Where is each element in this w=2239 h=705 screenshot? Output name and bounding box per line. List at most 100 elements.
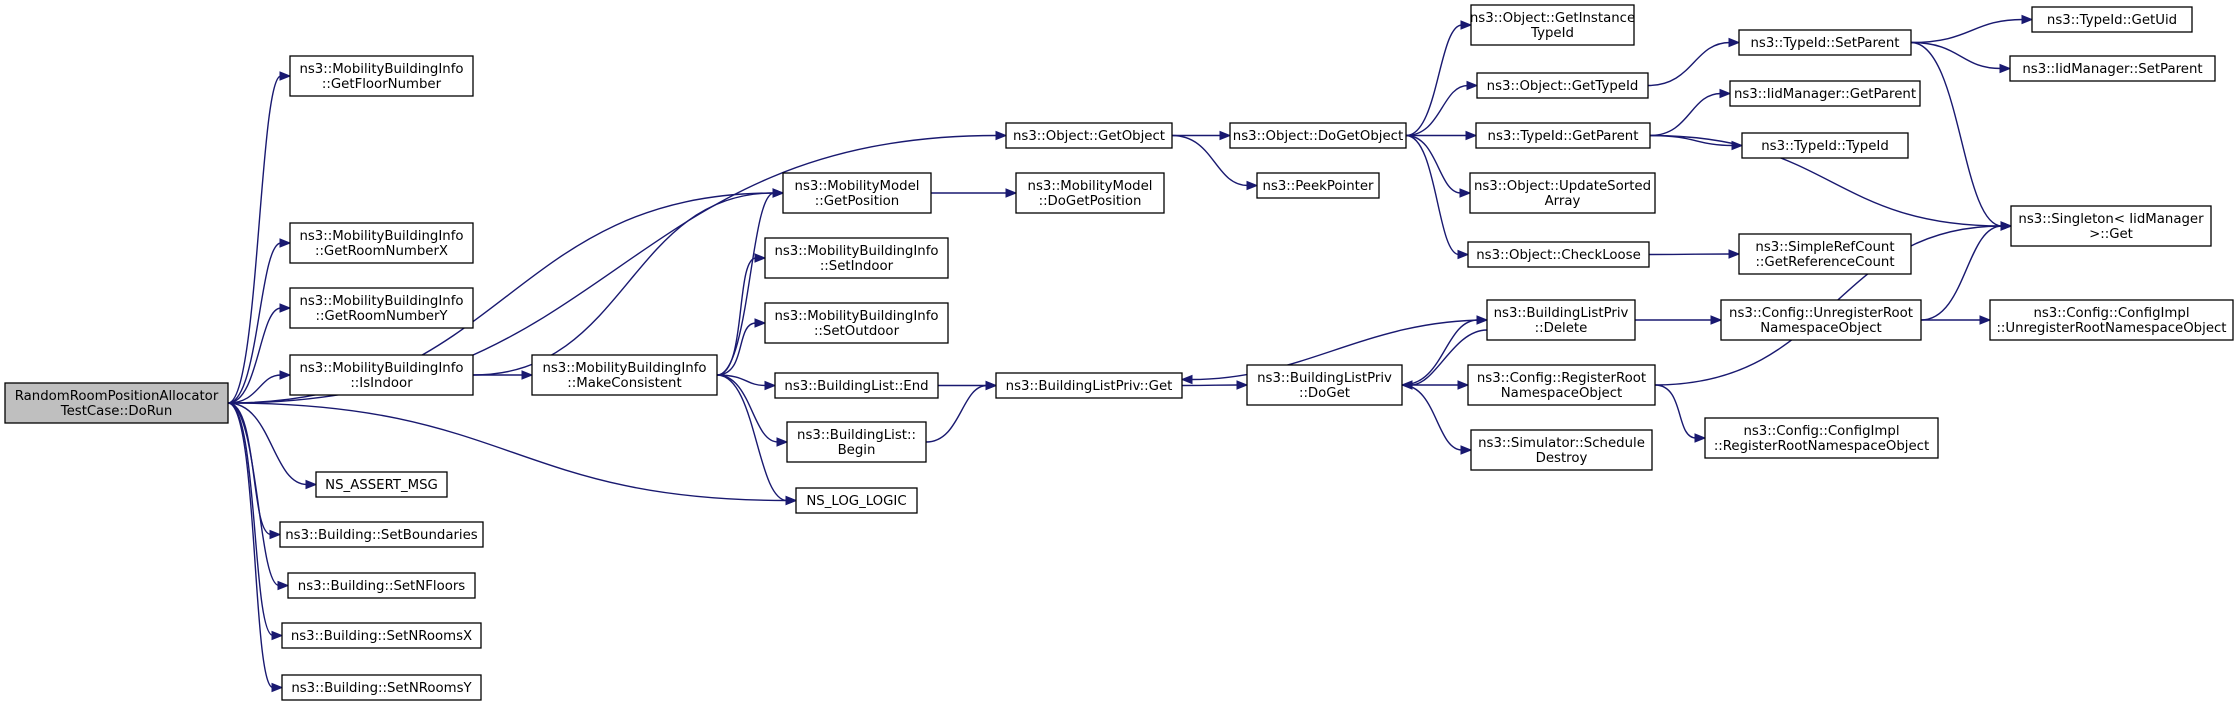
node-bl-end[interactable]: ns3::BuildingList::End [774,372,939,399]
node-label: NamespaceObject [1760,321,1882,336]
edge-arrowhead [1999,63,2012,74]
node-typeid-typeid[interactable]: ns3::TypeId::TypeId [1741,132,1909,159]
edge-root-to-b-setnroomsx [227,402,274,637]
node-obj-gettypeid[interactable]: ns3::Object::GetTypeId [1476,72,1649,99]
edge-arrowhead [2021,14,2034,25]
node-label: RandomRoomPositionAllocator [15,389,219,404]
node-mm-getposition[interactable]: ns3::MobilityModel::GetPosition [782,172,932,214]
node-box [289,287,474,329]
node-label: ns3::TypeId::GetUid [2047,13,2177,28]
edge-typeid-setparent-to-singleton-get [1910,41,2003,227]
node-ns-log-logic[interactable]: NS_LOG_LOGIC [795,487,918,514]
node-label: ns3::PeekPointer [1262,179,1374,194]
node-b-setbounds[interactable]: ns3::Building::SetBoundaries [279,521,484,548]
node-box [289,55,474,97]
edge-arrowhead [2000,221,2013,231]
node-label: ns3::TypeId::GetParent [1488,129,1639,144]
node-blp-delete[interactable]: ns3::BuildingListPriv::Delete [1486,299,1636,341]
node-label: ns3::Object::CheckLoose [1476,248,1641,263]
node-label: >::Get [2089,227,2133,242]
node-label: ::GetRoomNumberX [315,244,448,259]
node-box [1741,132,1909,159]
node-label: ns3::MobilityBuildingInfo [774,244,938,259]
node-bl-begin[interactable]: ns3::BuildingList::Begin [786,421,927,463]
node-label: ns3::Object::DoGetObject [1233,129,1403,144]
edge-arrowhead [1465,130,1478,141]
node-mbi-setoutdoor[interactable]: ns3::MobilityBuildingInfo::SetOutdoor [764,302,949,344]
node-box [2010,205,2212,247]
edge-obj-dogetobject-to-obj-checkloose [1405,134,1460,256]
edge-root-to-mbi-isindoor [227,374,282,404]
edge-arrowhead [1457,380,1470,390]
node-mm-dogetposition[interactable]: ns3::MobilityModel::DoGetPosition [1015,172,1165,214]
node-label: Array [1545,194,1581,209]
node-cfg-registerroot[interactable]: ns3::Config::RegisterRootNamespaceObject [1467,364,1656,406]
edge-mbi-makeconsistent-to-mbi-setoutdoor [716,322,757,376]
node-label: ns3::SimpleRefCount [1755,240,1894,255]
node-iid-getparent[interactable]: ns3::IidManager::GetParent [1729,80,1921,107]
node-typeid-getuid[interactable]: ns3::TypeId::GetUid [2031,6,2193,33]
node-obj-checkloose[interactable]: ns3::Object::CheckLoose [1467,241,1650,268]
node-mbi-getroomx[interactable]: ns3::MobilityBuildingInfo::GetRoomNumber… [289,222,474,264]
node-box [1738,233,1912,275]
node-mbi-getfloor[interactable]: ns3::MobilityBuildingInfo::GetFloorNumbe… [289,55,474,97]
edge-root-to-ns-assert [227,402,308,486]
node-obj-dogetobject[interactable]: ns3::Object::DoGetObject [1229,122,1407,149]
edge-root-to-ns-log-logic [227,402,788,502]
node-label: ns3::Config::UnregisterRoot [1729,306,1913,321]
node-box [279,521,484,548]
node-src-getrefcount[interactable]: ns3::SimpleRefCount::GetReferenceCount [1738,233,1912,275]
node-label: ns3::Object::GetObject [1013,129,1165,144]
node-label: ::IsIndoor [350,376,413,391]
edge-cfg-registerroot-to-cfgimpl-registerroot [1654,384,1697,439]
node-label: ::Delete [1535,321,1588,336]
node-ns-assert[interactable]: NS_ASSERT_MSG [315,471,448,498]
node-mbi-isindoor[interactable]: ns3::MobilityBuildingInfo::IsIndoor [289,354,474,396]
edge-arrowhead [1219,130,1232,141]
node-typeid-getparent[interactable]: ns3::TypeId::GetParent [1475,122,1651,149]
edge-root-to-b-setnfloors [227,402,280,587]
node-mbi-setindoor[interactable]: ns3::MobilityBuildingInfo::SetIndoor [764,237,949,279]
node-cfgimpl-registerroot[interactable]: ns3::Config::ConfigImpl::RegisterRootNam… [1704,417,1939,459]
node-label: ns3::MobilityBuildingInfo [542,361,706,376]
node-blp-doget[interactable]: ns3::BuildingListPriv::DoGet [1246,364,1403,406]
node-iid-setparent[interactable]: ns3::IidManager::SetParent [2009,55,2216,82]
node-mbi-getroomy[interactable]: ns3::MobilityBuildingInfo::GetRoomNumber… [289,287,474,329]
node-box [774,372,939,399]
node-label: ns3::Config::RegisterRoot [1477,371,1646,386]
edge-obj-gettypeid-to-typeid-setparent [1647,41,1731,87]
edge-typeid-getparent-to-iid-getparent [1649,92,1722,137]
edge-arrowhead [1719,88,1732,99]
node-peekpointer[interactable]: ns3::PeekPointer [1256,172,1380,199]
node-box [1475,122,1651,149]
node-label: ns3::BuildingListPriv [1494,306,1629,321]
node-label: ::GetPosition [815,194,899,209]
node-blp-get[interactable]: ns3::BuildingListPriv::Get [995,372,1183,399]
node-obj-getobject[interactable]: ns3::Object::GetObject [1005,122,1173,149]
edge-arrowhead [279,238,292,248]
node-label: ::GetReferenceCount [1755,255,1894,270]
node-singleton-get[interactable]: ns3::Singleton< IidManager >::Get [2010,205,2212,247]
edge-arrowhead [1694,433,1707,443]
node-root[interactable]: RandomRoomPositionAllocatorTestCase::DoR… [4,382,229,424]
edge-arrowhead [1728,37,1741,48]
node-b-setnroomsy[interactable]: ns3::Building::SetNRoomsY [281,674,482,701]
node-box [1486,299,1636,341]
node-cfgimpl-unregisterroot[interactable]: ns3::Config::ConfigImpl::UnregisterRootN… [1989,299,2234,341]
node-label: TestCase::DoRun [60,404,173,419]
node-typeid-setparent[interactable]: ns3::TypeId::SetParent [1738,29,1912,56]
node-cfg-unregisterroot[interactable]: ns3::Config::UnregisterRootNamespaceObje… [1720,299,1922,341]
edge-typeid-getparent-to-singleton-get [1649,134,2003,227]
edge-arrowhead [279,303,292,313]
node-box [1729,80,1921,107]
node-mbi-makeconsistent[interactable]: ns3::MobilityBuildingInfo::MakeConsisten… [531,354,718,396]
node-label: ns3::BuildingListPriv [1257,371,1392,386]
node-b-setnroomsx[interactable]: ns3::Building::SetNRoomsX [281,622,482,649]
node-label: NS_LOG_LOGIC [806,494,906,509]
edge-obj-getobject-to-peekpointer [1171,134,1249,187]
node-label: ns3::MobilityBuildingInfo [774,309,938,324]
node-b-setnfloors[interactable]: ns3::Building::SetNFloors [287,572,476,599]
